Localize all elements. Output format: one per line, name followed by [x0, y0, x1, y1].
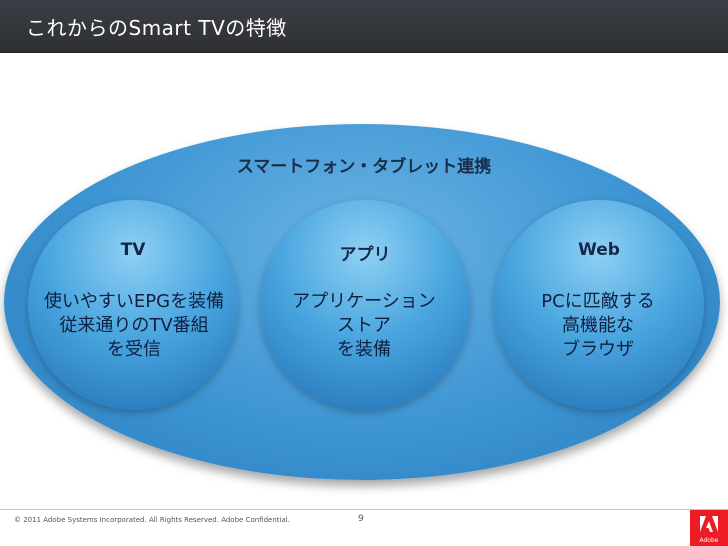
app-circle: [260, 200, 470, 410]
web-circle-text: PCに匹敵する 高機能な ブラウザ: [478, 290, 718, 362]
adobe-a-icon: [700, 516, 718, 532]
web-text-line-3: ブラウザ: [562, 339, 634, 360]
web-circle: [494, 200, 704, 410]
tv-text-line-1: 使いやすいEPGを装備: [43, 291, 225, 312]
app-text-line-3: を装備: [337, 339, 391, 360]
tv-text-line-3: を受信: [107, 339, 161, 360]
web-circle-label: Web: [578, 240, 620, 260]
app-text-line-2: ストア: [337, 315, 391, 336]
app-text-line-1: アプリケーション: [292, 291, 436, 312]
copyright-notice: © 2011 Adobe Systems Incorporated. All R…: [14, 516, 290, 524]
web-text-line-1: PCに匹敵する: [541, 291, 655, 312]
adobe-logo: Adobe: [690, 510, 728, 546]
slide-title: これからのSmart TVの特徴: [26, 16, 287, 40]
web-text-line-2: 高機能な: [562, 315, 634, 336]
outer-ellipse-label: スマートフォン・タブレット連携: [236, 157, 492, 177]
footer-divider: [0, 509, 728, 510]
app-circle-label: アプリ: [339, 245, 391, 265]
adobe-logo-text: Adobe: [699, 537, 719, 544]
tv-circle: [28, 200, 238, 410]
title-bar: これからのSmart TVの特徴: [0, 0, 728, 53]
page-number: 9: [358, 514, 364, 524]
app-circle-text: アプリケーション ストア を装備: [244, 290, 484, 362]
tv-text-line-2: 従来通りのTV番組: [59, 315, 209, 336]
tv-circle-label: TV: [120, 240, 146, 260]
tv-circle-text: 使いやすいEPGを装備 従来通りのTV番組 を受信: [14, 290, 254, 362]
